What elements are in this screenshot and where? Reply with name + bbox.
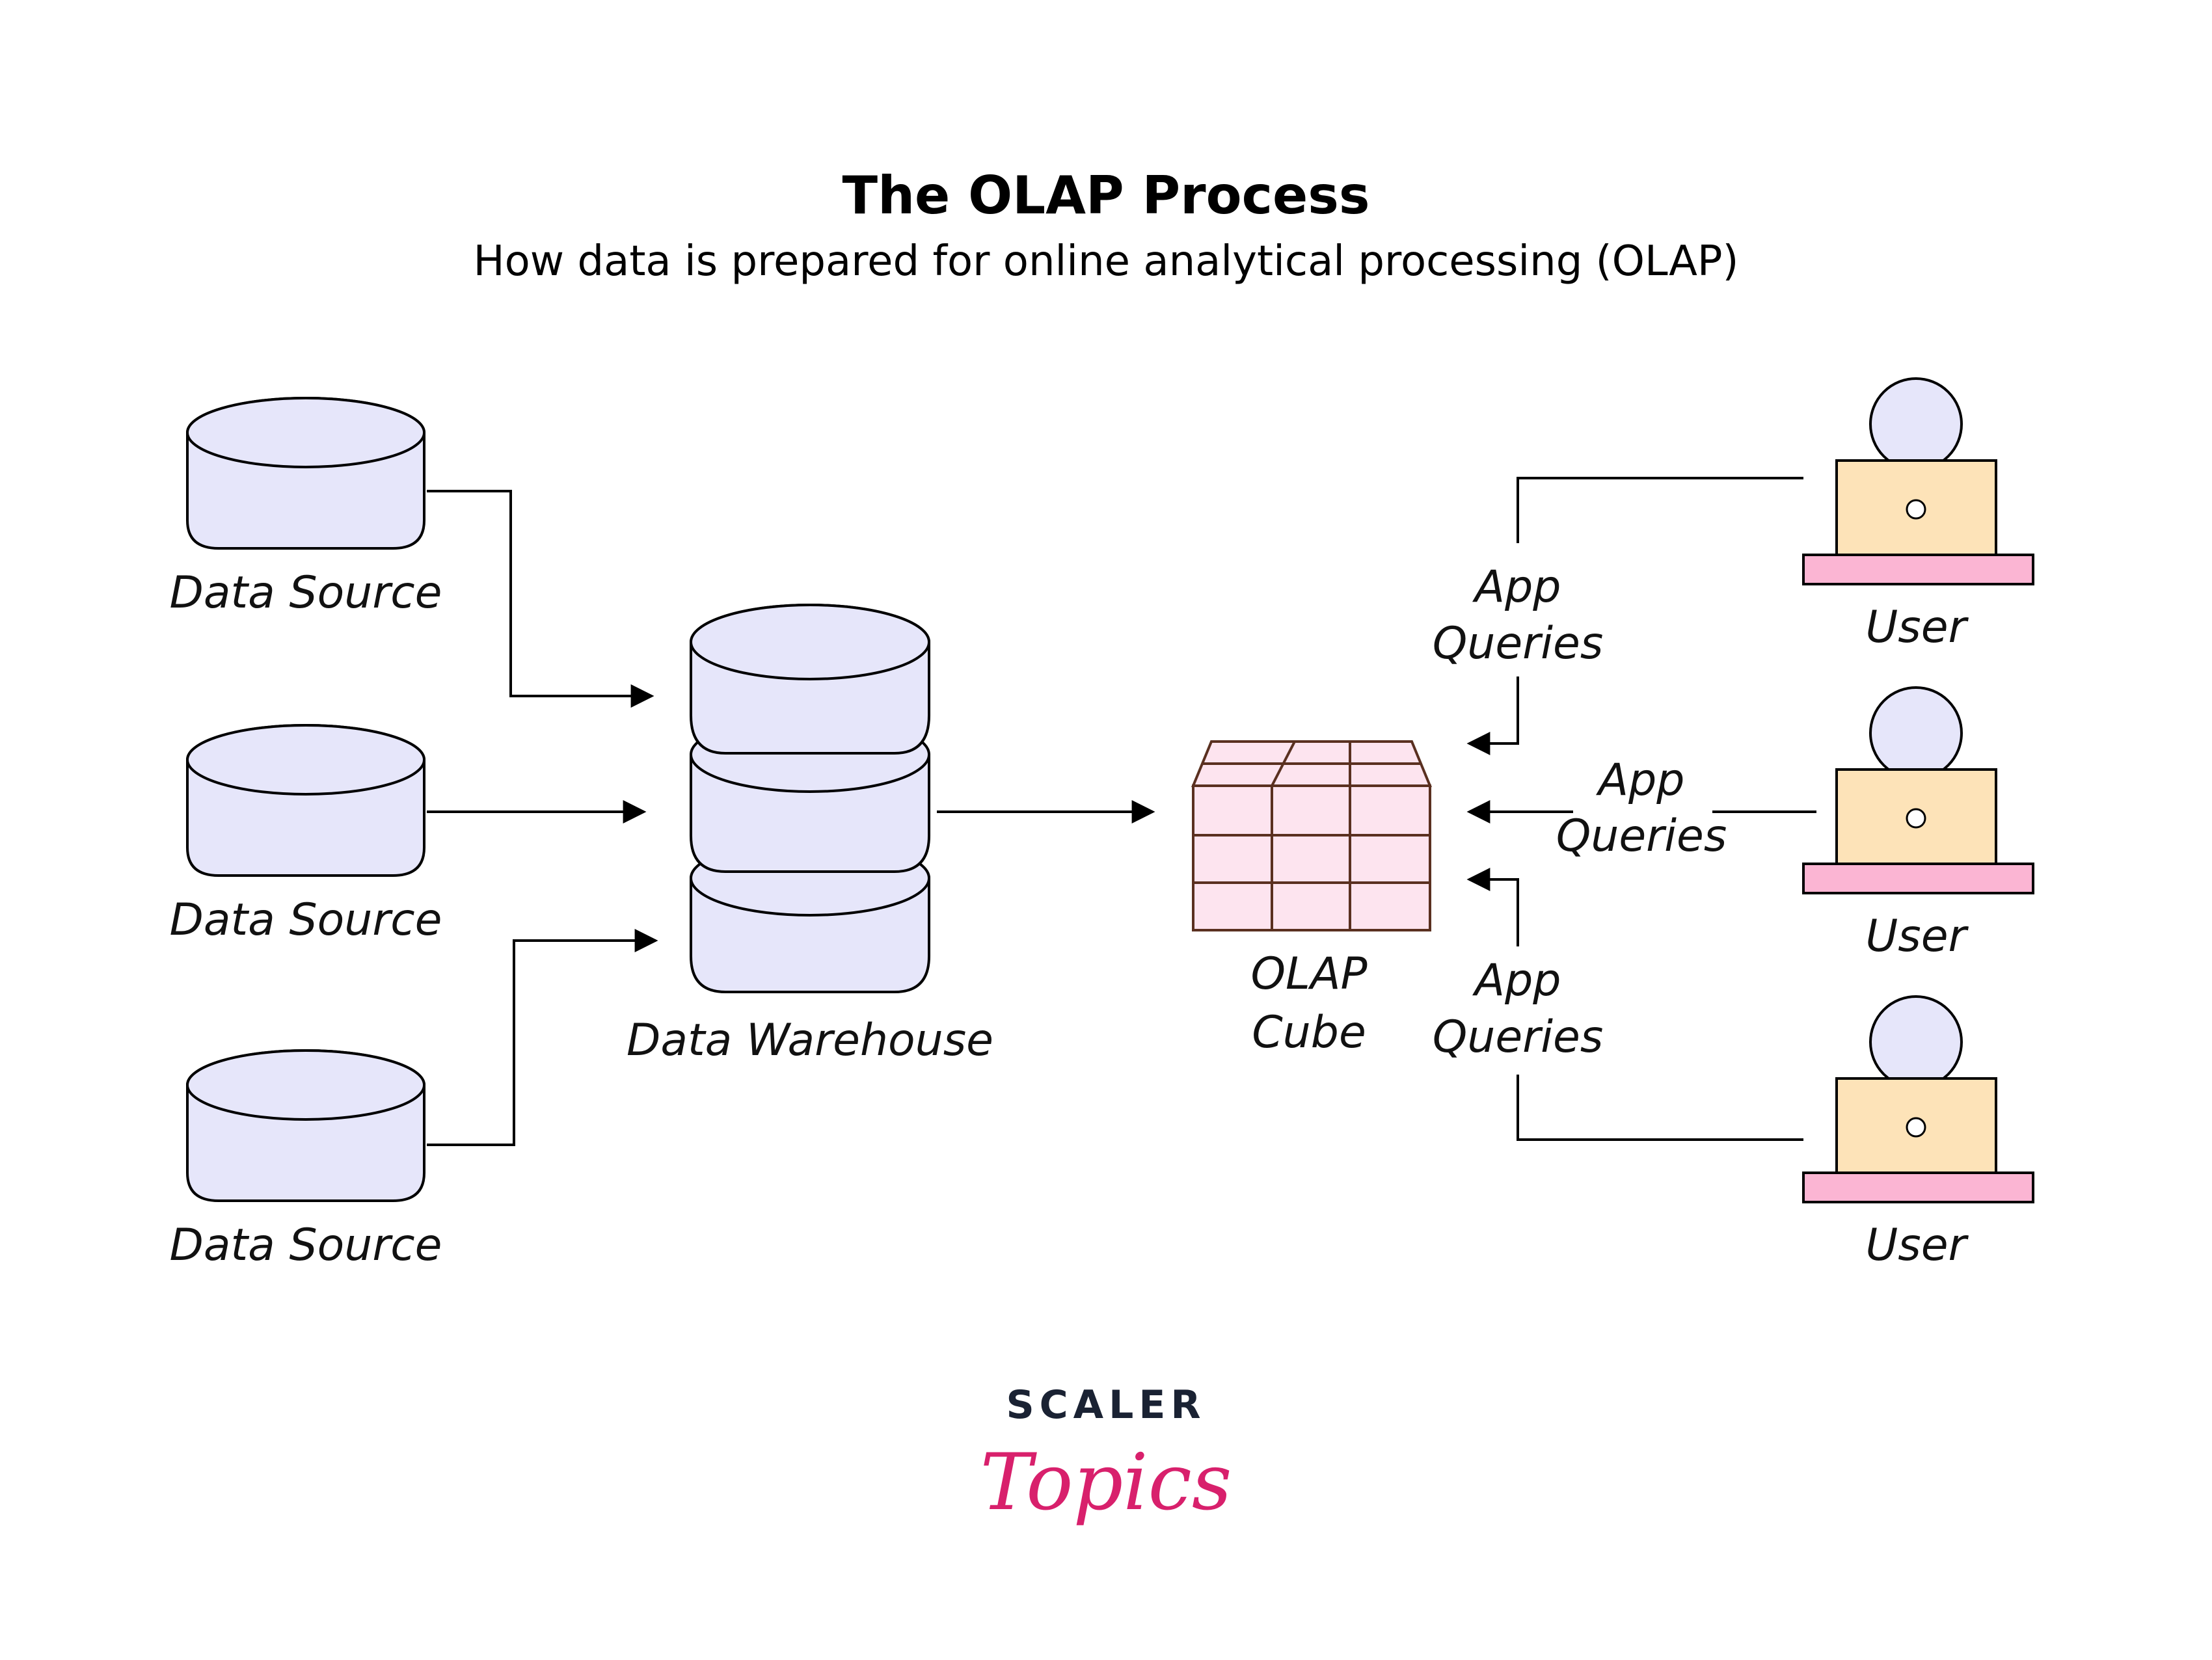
brand-line2: Topics [980, 1438, 1232, 1528]
cube-icon [1191, 740, 1432, 931]
diagram-subtitle: How data is prepared for online analytic… [474, 237, 1739, 286]
app-queries-line2: Queries [1433, 618, 1604, 669]
user-at-laptop-icon [1802, 995, 2034, 1203]
user-label: User [1866, 911, 1969, 962]
app-queries-line2: Queries [1433, 1011, 1604, 1063]
olap-cube-label-line2: Cube [1252, 1007, 1366, 1058]
data-source-label: Data Source [169, 894, 442, 946]
connector-user-3-to-cube [1466, 868, 1519, 946]
app-queries-line1: App [1596, 755, 1685, 806]
database-icon [186, 1049, 425, 1202]
diagram-title: The OLAP Process [843, 165, 1370, 226]
database-stack-icon [690, 604, 930, 993]
data-warehouse-label: Data Warehouse [627, 1015, 993, 1066]
user-at-laptop-icon [1802, 377, 2034, 585]
user-1: User [1802, 377, 2034, 653]
app-queries-2: App Queries [1556, 755, 1727, 862]
brand-line1: SCALER [1006, 1382, 1206, 1428]
connector-user-3-segment [1517, 1075, 1803, 1141]
app-queries-line2: Queries [1556, 810, 1727, 862]
user-at-laptop-icon [1802, 686, 2034, 894]
app-queries-1: App Queries [1433, 561, 1604, 669]
connector-source-1-to-warehouse [427, 490, 654, 708]
connector-user-1-to-cube [1466, 676, 1519, 755]
app-queries-line1: App [1472, 561, 1561, 613]
user-label: User [1866, 1220, 1969, 1271]
connector-source-3-to-warehouse [427, 929, 658, 1146]
data-source-2: Data Source [169, 724, 442, 946]
data-source-3: Data Source [169, 1049, 442, 1271]
data-source-label: Data Source [169, 1220, 442, 1271]
user-2: User [1802, 686, 2034, 962]
data-warehouse: Data Warehouse [627, 604, 993, 1066]
database-icon [186, 724, 425, 877]
data-source-label: Data Source [169, 567, 442, 619]
scaler-topics-logo: SCALER Topics [980, 1382, 1232, 1528]
olap-cube: OLAP Cube [1191, 740, 1432, 1058]
user-label: User [1866, 602, 1969, 653]
connector-user-1-segment [1517, 477, 1803, 543]
user-3: User [1802, 995, 2034, 1271]
app-queries-line1: App [1472, 955, 1561, 1006]
olap-cube-label-line1: OLAP [1251, 948, 1368, 1000]
app-queries-3: App Queries [1433, 955, 1604, 1063]
database-icon [186, 397, 425, 550]
data-source-1: Data Source [169, 397, 442, 619]
